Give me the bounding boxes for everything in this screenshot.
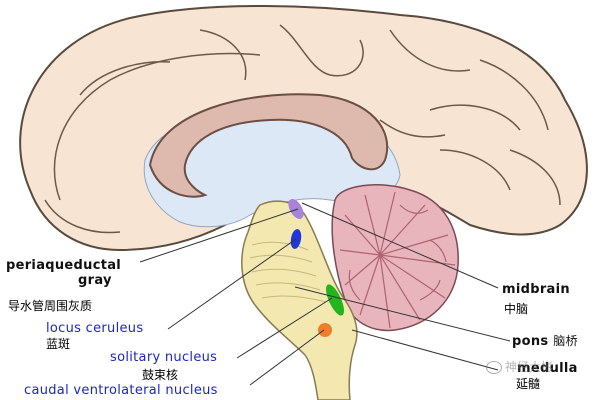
locus-ceruleus-label-zh: 蓝斑 bbox=[46, 337, 71, 351]
medulla-label-en: medulla bbox=[517, 361, 578, 376]
pons-striations bbox=[249, 241, 327, 303]
cortex-gyri bbox=[44, 24, 561, 234]
solitary-nucleus-label-en: solitary nucleus bbox=[110, 350, 218, 365]
leader-lines bbox=[139, 202, 511, 386]
periaqueductal-gray-marker bbox=[288, 199, 304, 219]
pons-label-zh: 脑桥 bbox=[553, 334, 578, 348]
midbrain-label-en: midbrain bbox=[502, 282, 570, 297]
solitary-nucleus-label-zh: 鼓束核 bbox=[142, 368, 179, 382]
pons-label-en: pons 脑桥 bbox=[512, 334, 578, 349]
locus-ceruleus-label-en: locus ceruleus bbox=[46, 321, 144, 336]
brainstem bbox=[241, 200, 358, 400]
watermark: 神经大彬 bbox=[486, 360, 553, 375]
watermark-text: 神经大彬 bbox=[505, 360, 554, 374]
wechat-icon bbox=[486, 361, 502, 374]
periaqueductal-gray-label-en: periaqueductal gray bbox=[6, 258, 122, 288]
solitary-nucleus-marker bbox=[325, 284, 345, 316]
cerebellum bbox=[331, 184, 459, 332]
corpus-callosum bbox=[148, 93, 389, 198]
medulla-label-zh: 延髓 bbox=[516, 377, 541, 391]
midbrain-label-zh: 中脑 bbox=[504, 302, 529, 316]
caudal-ventrolateral-marker bbox=[318, 323, 332, 337]
periaqueductal-gray-label-zh: 导水管周围灰质 bbox=[8, 299, 93, 313]
caudal-ventrolateral-nucleus-label-en: caudal ventrolateral nucleus bbox=[24, 383, 218, 398]
